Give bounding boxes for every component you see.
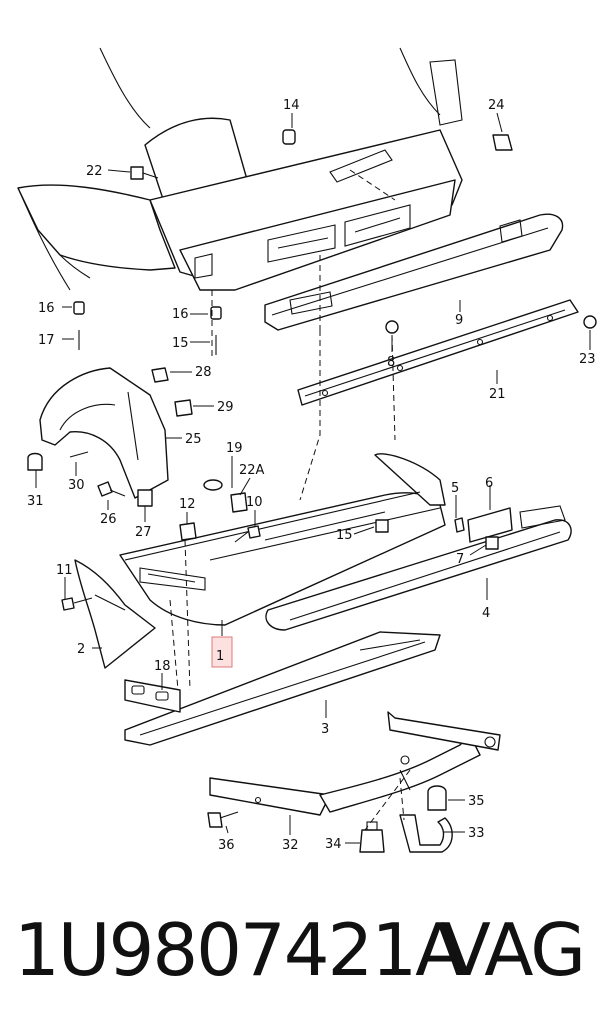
lock-34 (359, 821, 385, 853)
callout-5: 5 (451, 481, 459, 496)
bumper-beam-9 (264, 213, 564, 331)
callout-22A: 22A (239, 463, 265, 478)
callout-32: 32 (282, 838, 299, 853)
brand-label: VAG (441, 908, 586, 992)
callout-8: 8 (387, 355, 395, 370)
callout-14: 14 (283, 98, 300, 113)
callout-24: 24 (488, 98, 505, 113)
part-number: 1U9807421A (14, 908, 464, 992)
callout-15-lower: 15 (336, 528, 353, 543)
callout-18: 18 (154, 659, 171, 674)
tow-bar-32 (209, 711, 501, 816)
callout-17: 17 (38, 333, 55, 348)
callout-35: 35 (468, 794, 485, 809)
tow-ball-33 (399, 814, 453, 853)
wheel-housing-liner-25 (39, 367, 169, 499)
callout-31: 31 (27, 494, 44, 509)
callout-3: 3 (321, 722, 329, 737)
callout-16-center: 16 (172, 307, 189, 322)
lower-spoiler-3 (124, 631, 441, 746)
callout-27: 27 (135, 525, 152, 540)
callout-labels: 1 2 3 4 5 6 7 8 9 10 11 12 14 15 15 16 1… (27, 98, 596, 853)
callout-7: 7 (456, 552, 464, 567)
callout-11: 11 (56, 563, 73, 578)
callout-28: 28 (195, 365, 212, 380)
callout-16-left: 16 (38, 301, 55, 316)
callout-1: 1 (216, 649, 224, 664)
callout-30: 30 (68, 478, 85, 493)
callout-15-upper: 15 (172, 336, 189, 351)
footer: 1U9807421A VAG (0, 900, 600, 1010)
callout-26: 26 (100, 512, 117, 527)
callout-21: 21 (489, 387, 506, 402)
callout-25: 25 (185, 432, 202, 447)
mudflap-2 (74, 559, 156, 669)
callout-2: 2 (77, 642, 85, 657)
callout-19: 19 (226, 441, 243, 456)
callout-29: 29 (217, 400, 234, 415)
highlight-box-1 (211, 636, 233, 668)
callout-33: 33 (468, 826, 485, 841)
bracket-18 (124, 679, 181, 713)
socket-cap-35 (427, 785, 447, 811)
callout-6: 6 (485, 476, 493, 491)
bumper-cover-1 (119, 453, 446, 626)
callout-4: 4 (482, 606, 490, 621)
callout-12: 12 (179, 497, 196, 512)
car-body-rear (17, 47, 463, 291)
cap-5 (454, 517, 465, 533)
callout-36: 36 (218, 838, 235, 853)
callout-10: 10 (246, 495, 263, 510)
mounting-rail-21 (297, 299, 579, 406)
callout-9: 9 (455, 313, 463, 328)
cover-plate-6 (467, 507, 513, 543)
fasteners (27, 129, 597, 828)
callout-23: 23 (579, 352, 596, 367)
assembly-lines (169, 169, 411, 831)
callout-34: 34 (325, 837, 342, 852)
exploded-parts-diagram: 1 2 3 4 5 6 7 8 9 10 11 12 14 15 15 16 1… (17, 47, 597, 853)
leader-lines (35, 112, 591, 844)
callout-22: 22 (86, 164, 103, 179)
